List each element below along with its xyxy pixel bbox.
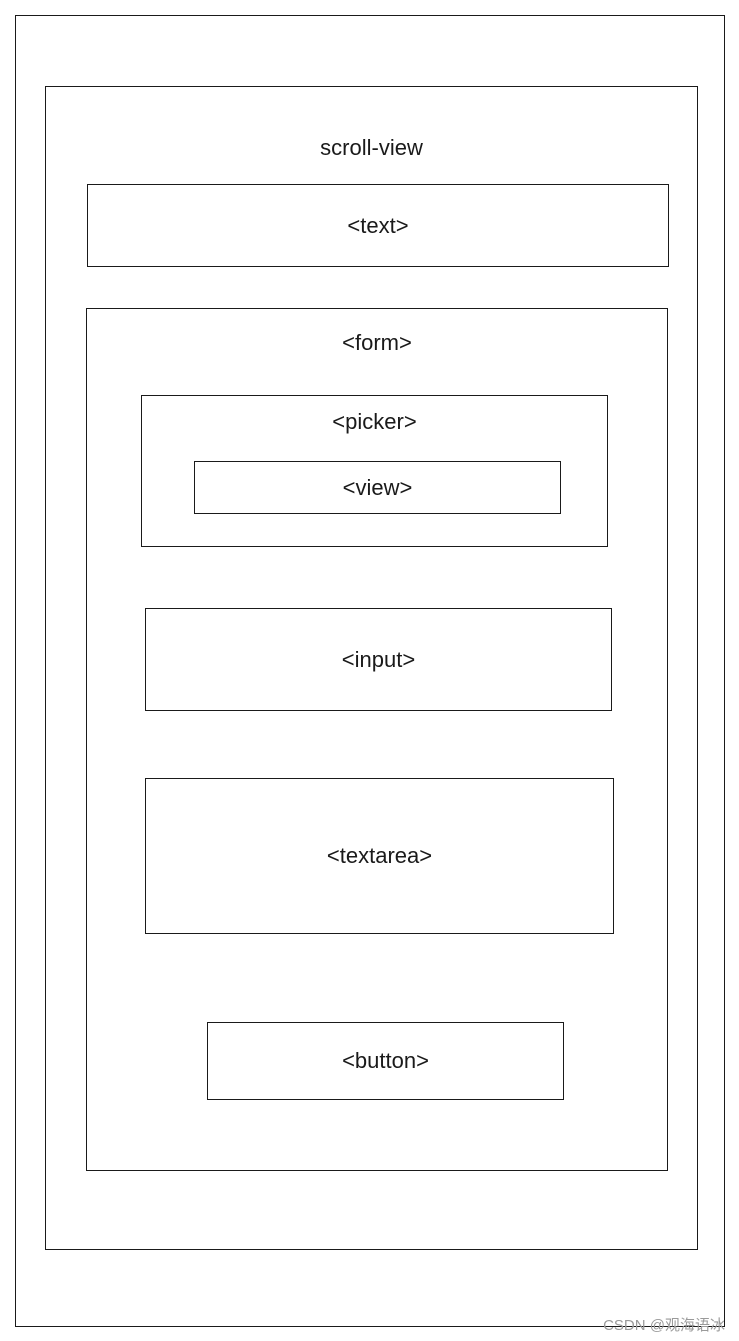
text-label: <text> [347,212,409,238]
form-label: <form> [342,330,412,355]
button-label: <button> [342,1048,429,1073]
watermark-text: CSDN @观海语冰 [603,1317,725,1334]
scroll-view-label: scroll-view [320,135,423,160]
textarea-box: <textarea> [145,778,614,934]
input-box: <input> [145,608,612,711]
textarea-label: <textarea> [326,843,433,868]
button-box: <button> [207,1022,564,1100]
view-box: <view> [194,461,561,514]
text-box: <text> [87,184,669,267]
picker-label: <picker> [332,409,417,434]
view-label: <view> [342,474,413,500]
input-label: <input> [341,646,416,672]
